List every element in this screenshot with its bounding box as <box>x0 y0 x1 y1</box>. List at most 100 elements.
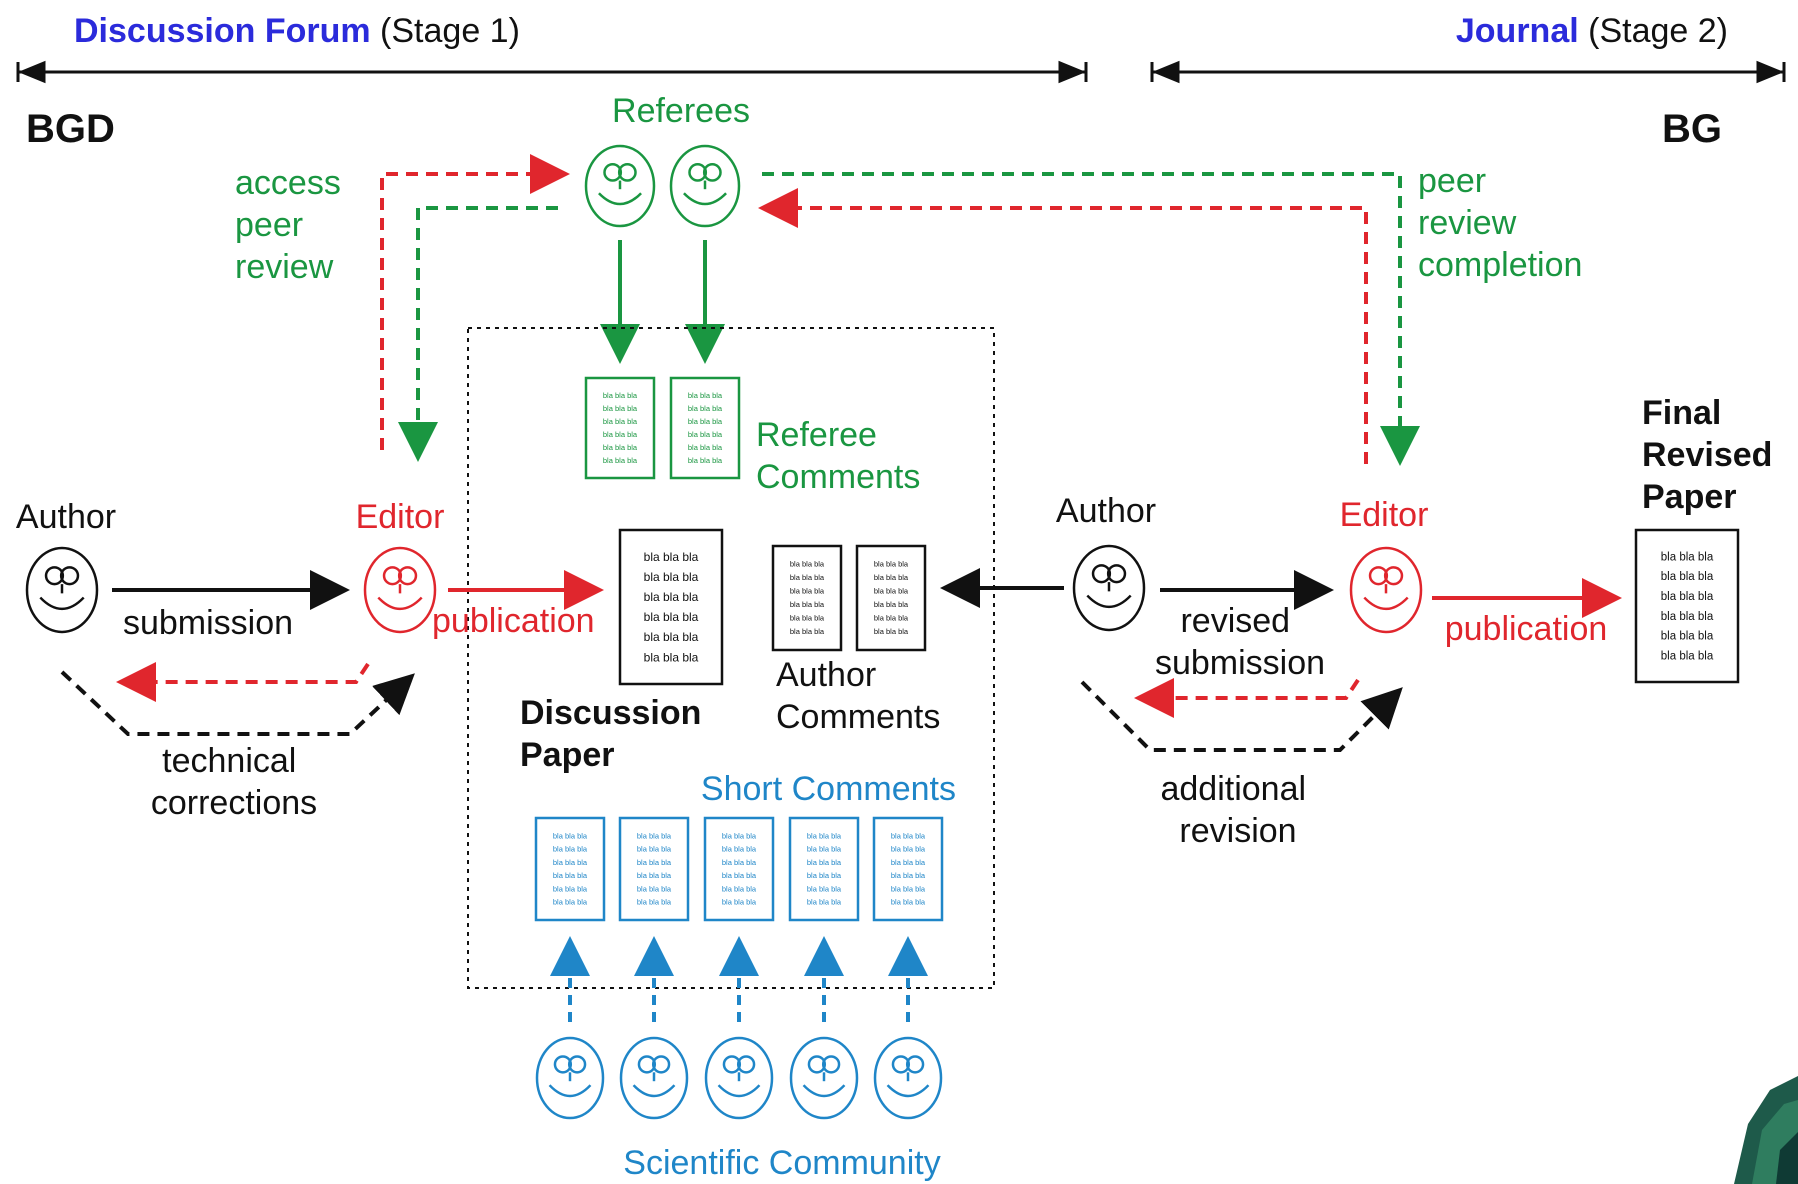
doc-line-text: bla bla bla <box>637 845 672 854</box>
tech-correction-black-arrow <box>60 670 415 736</box>
doc-line-text: bla bla bla <box>553 845 588 854</box>
doc-line-text: bla bla bla <box>874 627 909 636</box>
additional-revision-black-arrow <box>1080 680 1403 752</box>
doc-line-text: bla bla bla <box>807 871 842 880</box>
doc-line-text: bla bla bla <box>637 858 672 867</box>
doc-line-text: bla bla bla <box>722 831 757 840</box>
author-comments-label: Author Comments <box>776 656 940 736</box>
editor-right-to-referees-arrow <box>758 188 1368 464</box>
doc-line-text: bla bla bla <box>688 456 723 465</box>
author-right-label: Author <box>1056 492 1156 530</box>
technical-corrections-line-2: corrections <box>151 784 317 822</box>
author-left-face <box>25 546 99 634</box>
corner-image-fragment <box>1734 1076 1798 1184</box>
doc-line-text: bla bla bla <box>553 871 588 880</box>
author-comment-doc-1: bla bla bla bla bla bla bla bla bla bla bla… <box>771 544 843 652</box>
community-face-2 <box>619 1036 689 1120</box>
doc-line-text: bla bla bla <box>807 831 842 840</box>
stage1-heading: Discussion Forum (Stage 1) <box>74 12 520 50</box>
referee-comments-label: Referee Comments <box>756 416 920 496</box>
referee-comments-line-1: Referee <box>756 416 877 454</box>
doc-line-text: bla bla bla <box>807 898 842 907</box>
discussion-forum-box <box>467 327 995 989</box>
doc-line-text: bla bla bla <box>874 573 909 582</box>
doc-line-text: bla bla bla <box>874 614 909 623</box>
final-revised-paper-line-2: Revised <box>1642 436 1772 474</box>
doc-line-text: bla bla bla <box>891 871 926 880</box>
doc-line-text: bla bla bla <box>722 845 757 854</box>
doc-line-text: bla bla bla <box>637 884 672 893</box>
access-peer-review-line-3: review <box>235 248 334 286</box>
peer-review-completion-line-1: peer <box>1418 162 1486 200</box>
doc-line-text: bla bla bla <box>722 858 757 867</box>
community-face-5 <box>873 1036 943 1120</box>
author-right-face <box>1072 544 1146 632</box>
short-comment-doc-3: bla bla bla bla bla bla bla bla bla bla bla… <box>703 816 775 922</box>
doc-line-text: bla bla bla <box>790 627 825 636</box>
doc-line-text: bla bla bla <box>688 404 723 413</box>
community-face-3 <box>704 1036 774 1120</box>
doc-line-text: bla bla bla <box>874 587 909 596</box>
doc-line-text: bla bla bla <box>644 630 699 644</box>
doc-line-text: bla bla bla <box>637 831 672 840</box>
tech-correction-red-arrow <box>116 662 370 702</box>
doc-line-text: bla bla bla <box>644 570 699 584</box>
revised-submission-line-2: submission <box>1155 644 1325 682</box>
referee-face-1 <box>584 144 656 228</box>
author-comments-line-2: Comments <box>776 698 940 736</box>
author-comment-doc-2: bla bla bla bla bla bla bla bla bla bla bla… <box>855 544 927 652</box>
technical-corrections-label: technical corrections <box>151 742 317 822</box>
discussion-paper-line-2: Paper <box>520 736 615 774</box>
doc-line-text: bla bla bla <box>644 610 699 624</box>
doc-line-text: bla bla bla <box>807 845 842 854</box>
short-comment-doc-1: bla bla bla bla bla bla bla bla bla bla bla… <box>534 816 606 922</box>
discussion-paper-label: Discussion Paper <box>520 694 711 774</box>
additional-revision-label: additional revision <box>1160 770 1315 850</box>
doc-line-text: bla bla bla <box>644 550 699 564</box>
stage2-heading-emph: Journal <box>1456 12 1579 50</box>
stage1-heading-emph: Discussion Forum <box>74 12 371 50</box>
doc-line-text: bla bla bla <box>644 590 699 604</box>
doc-line-text: bla bla bla <box>1661 631 1714 643</box>
community-face-1 <box>535 1036 605 1120</box>
doc-line-text: bla bla bla <box>553 831 588 840</box>
referee-comments-line-2: Comments <box>756 458 920 496</box>
doc-line-text: bla bla bla <box>553 858 588 867</box>
doc-line-text: bla bla bla <box>603 417 638 426</box>
revised-submission-label: revised submission <box>1155 602 1325 682</box>
editor-to-referees-arrow <box>380 154 570 450</box>
bgd-tag: BGD <box>26 107 115 151</box>
stage2-heading-rest: (Stage 2) <box>1579 12 1728 50</box>
discussion-paper-doc: bla bla bla bla bla bla bla bla bla bla bla… <box>618 528 724 686</box>
doc-line-text: bla bla bla <box>790 614 825 623</box>
short-comment-doc-4: bla bla bla bla bla bla bla bla bla bla bla… <box>788 816 860 922</box>
final-revised-paper-line-1: Final <box>1642 394 1721 432</box>
doc-line-text: bla bla bla <box>603 391 638 400</box>
doc-line-text: bla bla bla <box>790 600 825 609</box>
doc-line-text: bla bla bla <box>553 884 588 893</box>
referee-comment-doc-2: bla bla bla bla bla bla bla bla bla bla bla… <box>669 376 741 480</box>
doc-line-text: bla bla bla <box>688 430 723 439</box>
technical-corrections-line-1: technical <box>162 742 296 780</box>
doc-line-text: bla bla bla <box>603 430 638 439</box>
doc-line-text: bla bla bla <box>637 898 672 907</box>
final-revised-paper-line-3: Paper <box>1642 478 1737 516</box>
doc-line-text: bla bla bla <box>1661 551 1714 563</box>
doc-line-text: bla bla bla <box>807 858 842 867</box>
discussion-paper-line-1: Discussion <box>520 694 701 732</box>
doc-line-text: bla bla bla <box>688 443 723 452</box>
short-comments-label: Short Comments <box>701 770 956 808</box>
access-peer-review-line-2: peer <box>235 206 303 244</box>
doc-line-text: bla bla bla <box>874 600 909 609</box>
doc-line-text: bla bla bla <box>891 898 926 907</box>
doc-line-text: bla bla bla <box>790 560 825 569</box>
doc-line-text: bla bla bla <box>891 845 926 854</box>
doc-line-text: bla bla bla <box>1661 571 1714 583</box>
doc-line-text: bla bla bla <box>722 898 757 907</box>
author-left-label: Author <box>16 498 116 536</box>
revised-submission-line-1: revised <box>1180 602 1290 640</box>
referees-to-editor-arrow <box>398 206 558 462</box>
editor-left-label: Editor <box>356 498 445 536</box>
scientific-community-label: Scientific Community <box>623 1144 940 1182</box>
